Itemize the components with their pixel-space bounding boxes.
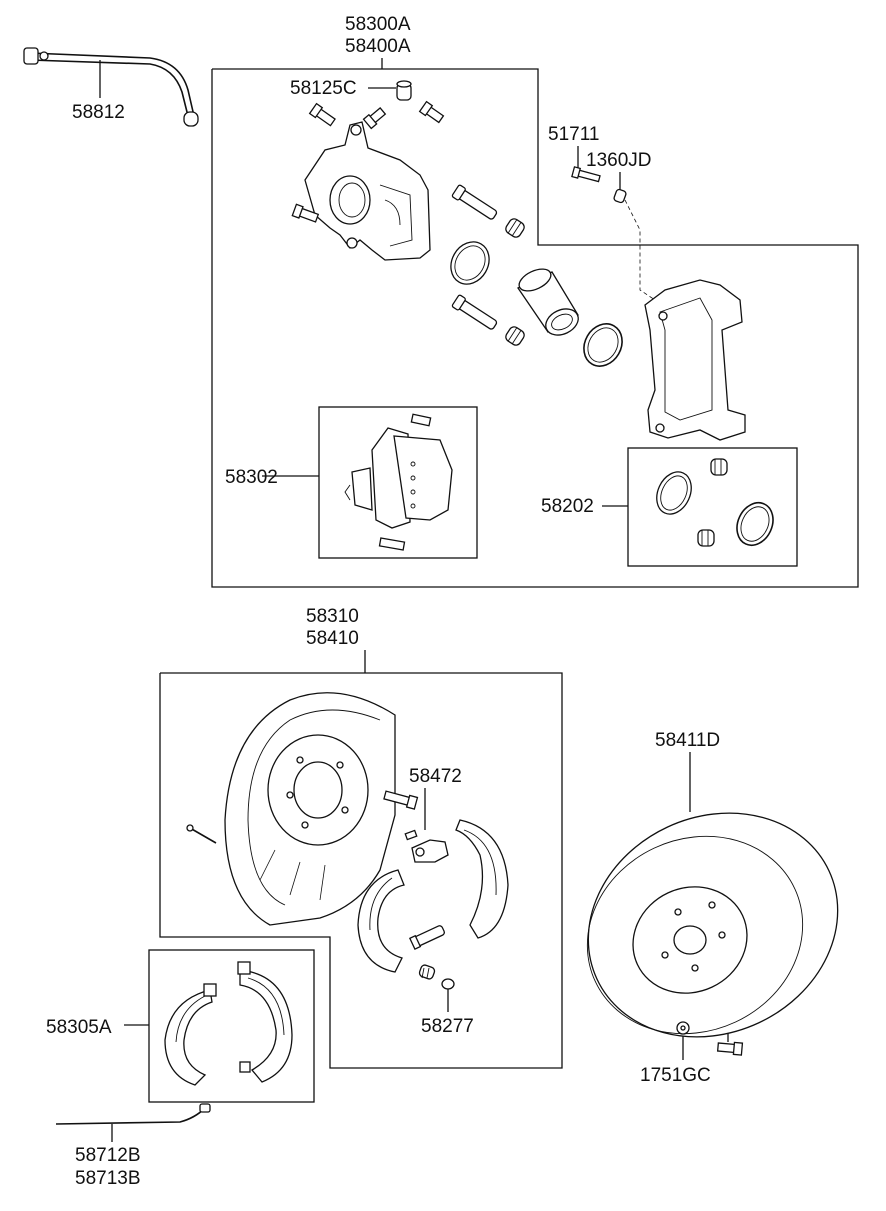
label-pad-kit: 58302 [225, 467, 278, 488]
guide-pins [451, 184, 525, 346]
piston-seal-part [450, 241, 490, 285]
strut-part [408, 925, 445, 950]
label-caliper-assembly-1: 58300A [345, 14, 411, 35]
label-parking-cable-1: 58712B [75, 1145, 141, 1166]
pad-kit-box [318, 406, 478, 559]
piston-part [517, 268, 579, 336]
label-spring: 58277 [421, 1016, 474, 1037]
brake-hose-part [23, 47, 199, 127]
label-backing-plate-2: 58410 [306, 628, 359, 649]
caliper-bolts [291, 100, 445, 223]
hold-down-pin-part [186, 824, 217, 844]
disc-rotor-part [586, 812, 839, 1038]
label-caliper-assembly-2: 58400A [345, 36, 411, 57]
spring-part [418, 964, 455, 990]
caliper-bracket-part [644, 279, 746, 441]
plate-bolt-part [383, 790, 419, 810]
label-adjuster: 58472 [409, 766, 462, 787]
parking-cable-part [55, 1103, 211, 1125]
label-disc-washer: 1751GC [640, 1065, 711, 1086]
label-parking-shoe: 58305A [46, 1017, 112, 1038]
brake-shoes-part [357, 819, 509, 973]
dust-boot-part [583, 323, 623, 367]
washer-part [613, 188, 627, 204]
leader-lines [99, 60, 729, 1142]
brake-pads-part [344, 413, 453, 551]
label-bolt: 51711 [548, 124, 599, 145]
label-caliper-bleeder: 58125C [290, 78, 357, 99]
seal-kit-parts [656, 458, 774, 547]
parking-shoe-box [148, 949, 315, 1103]
caliper-assembly-frame [211, 68, 859, 588]
adjuster-part [404, 829, 449, 863]
label-backing-plate-1: 58310 [306, 606, 359, 627]
label-brake-hose: 58812 [72, 102, 125, 123]
disc-screw-part [716, 1041, 744, 1056]
label-seal-kit: 58202 [541, 496, 594, 517]
label-washer: 1360JD [586, 150, 652, 171]
parking-shoes-part [164, 961, 293, 1086]
caliper-body-part [304, 121, 431, 261]
label-parking-cable-2: 58713B [75, 1168, 141, 1189]
bleeder-cap-part [396, 80, 412, 101]
seal-kit-box [627, 447, 798, 567]
backing-plate-frame [159, 672, 563, 1069]
label-disc: 58411D [655, 730, 720, 751]
disc-washer-part [676, 1021, 690, 1035]
bolt-part [571, 166, 601, 183]
backing-plate-part [224, 692, 396, 926]
